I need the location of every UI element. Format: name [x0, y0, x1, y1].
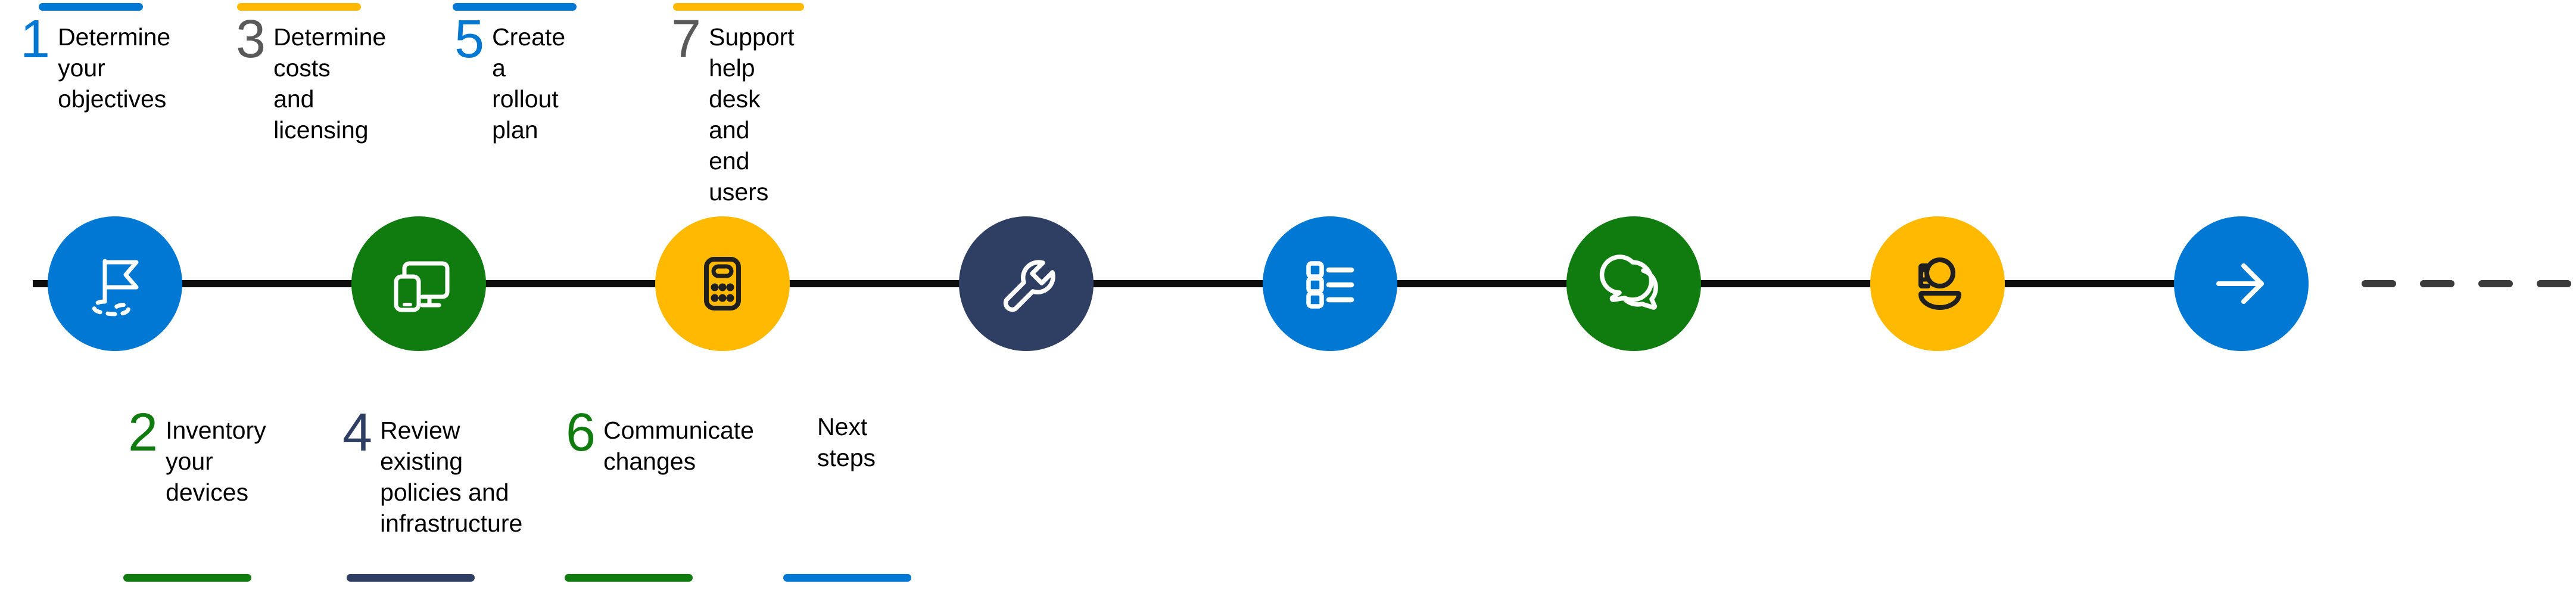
step-title-4: Review existing policies and infrastruct…: [380, 417, 523, 538]
step-number-7: 7: [671, 10, 701, 69]
step-number-1: 1: [20, 10, 50, 69]
step-node-next-steps[interactable]: [2174, 216, 2309, 351]
step-title-7: Support help desk and end users: [709, 23, 795, 206]
step-accent-bar-1: [39, 3, 143, 11]
step-accent-bar-4: [347, 574, 475, 582]
task-list-icon: [1294, 248, 1366, 319]
devices-icon: [383, 248, 454, 319]
calculator-icon: [687, 248, 758, 319]
arrow-right-icon: [2206, 248, 2277, 319]
step-number-4: 4: [342, 403, 372, 462]
step-accent-bar-6: [565, 574, 693, 582]
step-title-3: Determine costs and licensing: [273, 23, 387, 144]
step-accent-bar-5: [453, 3, 577, 11]
step-node-4[interactable]: [959, 216, 1094, 351]
step-accent-bar-7: [673, 3, 804, 11]
headset-person-icon: [1902, 248, 1973, 319]
step-number-2: 2: [128, 403, 158, 462]
step-title-6: Communicate changes: [603, 417, 754, 476]
step-node-5[interactable]: [1263, 216, 1397, 351]
step-title-next-steps: Next steps: [817, 413, 876, 472]
timeline-dash: [2420, 280, 2454, 287]
wrench-icon: [990, 248, 1062, 319]
step-number-6: 6: [566, 403, 596, 462]
step-node-1[interactable]: [48, 216, 182, 351]
step-title-5: Create a rollout plan: [492, 23, 566, 144]
flag-path-icon: [79, 248, 151, 319]
step-node-2[interactable]: [351, 216, 486, 351]
step-node-6[interactable]: [1566, 216, 1701, 351]
step-accent-bar-3: [237, 3, 361, 11]
timeline-dash: [2537, 280, 2571, 287]
timeline-dashed-continuation: [2362, 280, 2573, 287]
chat-bubbles-icon: [1598, 248, 1669, 319]
step-number-3: 3: [236, 10, 266, 69]
step-accent-bar-next-steps: [783, 574, 911, 582]
step-node-7[interactable]: [1870, 216, 2005, 351]
step-title-2: Inventory your devices: [166, 417, 266, 507]
step-number-5: 5: [454, 10, 484, 69]
step-node-3[interactable]: [655, 216, 790, 351]
timeline-spine: [33, 280, 2299, 287]
timeline-dash: [2362, 280, 2396, 287]
step-accent-bar-2: [123, 574, 251, 582]
step-title-1: Determine your objectives: [58, 23, 171, 113]
timeline-dash: [2478, 280, 2513, 287]
